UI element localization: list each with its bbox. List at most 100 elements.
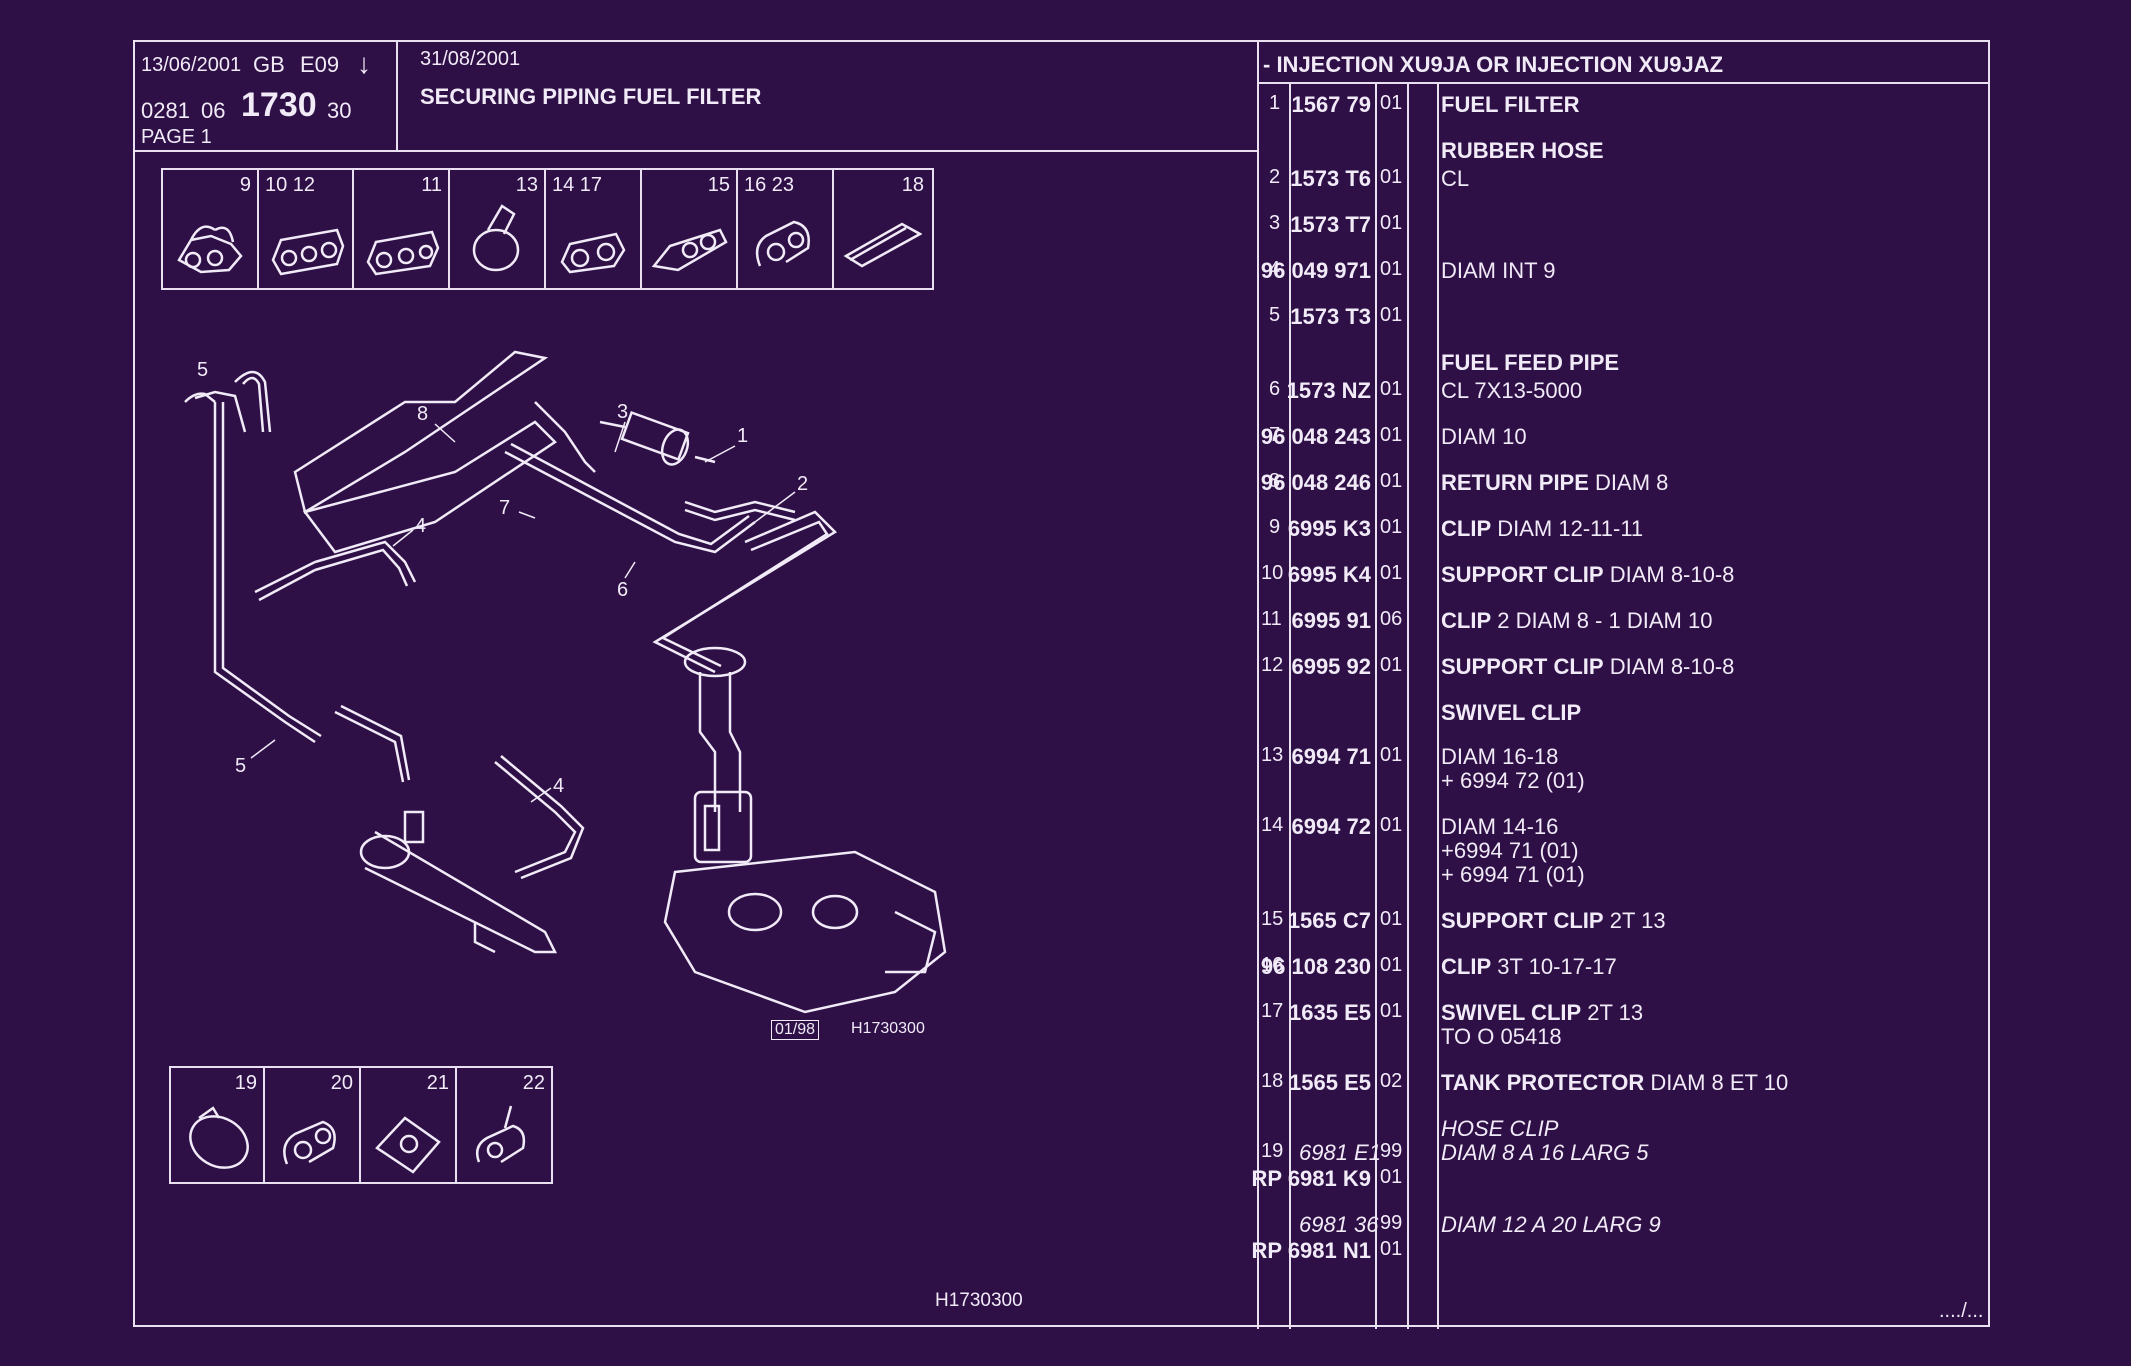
col-line-number (1289, 84, 1291, 1329)
part-number: 1573 T6 (1290, 166, 1371, 191)
clip-icon (366, 230, 440, 276)
part-number: 6995 K4 (1287, 562, 1371, 587)
callout-7: 7 (499, 497, 510, 519)
part-description: RUBBER HOSE (1441, 138, 1604, 164)
part-description: DIAM 12 A 20 LARG 9 (1441, 1212, 1661, 1238)
clip-icon (560, 232, 626, 274)
header-date-2: 31/08/2001 (420, 48, 521, 70)
part-description: SUPPORT CLIP DIAM 8-10-8 (1441, 654, 1734, 680)
part-number: 1573 T7 (1290, 212, 1371, 237)
part-name: RUBBER HOSE (1441, 138, 1604, 163)
row-number: 10 (1261, 562, 1284, 584)
part-number: 6994 72 (1291, 814, 1371, 839)
quantity: 01 (1380, 92, 1403, 114)
col-line-qty (1407, 84, 1409, 1329)
part-description: +6994 71 (01) (1441, 838, 1579, 864)
row-number: 1 (1269, 92, 1281, 114)
callout-8: 8 (417, 403, 428, 425)
quantity: 99 (1380, 1212, 1403, 1234)
part-number: 6981 36 (1299, 1212, 1379, 1237)
quantity: 01 (1380, 744, 1403, 766)
quantity: 01 (1380, 258, 1403, 280)
part-name: SWIVEL CLIP (1441, 1000, 1582, 1025)
thumb-number: 19 (234, 1072, 257, 1094)
row-number: 15 (1261, 908, 1284, 930)
part-name: FUEL FEED PIPE (1441, 350, 1620, 375)
part-detail: + 6994 71 (01) (1441, 862, 1585, 887)
part-detail: DIAM 12-11-11 (1497, 516, 1644, 541)
row-number: 7 (1269, 424, 1281, 446)
part-detail: DIAM 8 (1595, 470, 1669, 495)
clip-icon (476, 1105, 526, 1164)
thumb-clip-13: 13 (450, 170, 546, 288)
part-number: 6995 K3 (1287, 516, 1371, 541)
thumbnails-top: 9 10 12 11 13 14 17 15 16 23 1 (161, 168, 934, 290)
row-number: 2 (1269, 166, 1281, 188)
quantity: 01 (1380, 1000, 1403, 1022)
part-detail: DIAM INT 9 (1441, 258, 1556, 283)
row-number: 16 (1261, 954, 1284, 976)
part-name: CLIP (1441, 608, 1492, 633)
row-number: 8 (1269, 470, 1281, 492)
fuel-piping-diagram: 5 8 3 1 2 4 7 6 5 4 (184, 350, 947, 1014)
part-name: FUEL FILTER (1441, 92, 1580, 117)
row-number: 5 (1269, 304, 1281, 326)
part-description: SUPPORT CLIP DIAM 8-10-8 (1441, 562, 1734, 588)
quantity: 01 (1380, 424, 1403, 446)
part-description: CLIP 3T 10-17-17 (1441, 954, 1617, 980)
thumb-clip-11: 11 (354, 170, 450, 288)
part-detail: DIAM 12 A 20 LARG 9 (1441, 1212, 1661, 1237)
part-description: DIAM INT 9 (1441, 258, 1556, 284)
callout-3: 3 (617, 401, 628, 423)
clip-icon (271, 228, 345, 276)
part-detail: 2T 13 (1609, 908, 1666, 933)
part-name: SUPPORT CLIP (1441, 908, 1604, 933)
row-number: 18 (1261, 1070, 1284, 1092)
row-number: 6 (1269, 378, 1281, 400)
quantity: 01 (1380, 304, 1403, 326)
part-description: + 6994 71 (01) (1441, 862, 1585, 888)
part-name: TANK PROTECTOR (1441, 1070, 1645, 1095)
part-detail: 3T 10-17-17 (1497, 954, 1617, 979)
down-arrow-icon: ↓ (357, 48, 371, 79)
thumb-clip-14-17: 14 17 (546, 170, 642, 288)
part-description: DIAM 16-18 (1441, 744, 1558, 770)
swivel-clip-icon (472, 204, 520, 272)
part-number: 1565 E5 (1289, 1070, 1371, 1095)
row-number: 4 (1269, 258, 1281, 280)
part-description: + 6994 72 (01) (1441, 768, 1585, 794)
part-description: FUEL FILTER (1441, 92, 1580, 118)
part-detail: DIAM 8 ET 10 (1650, 1070, 1789, 1095)
thumb-number: 9 (239, 174, 251, 196)
support-clip-icon (375, 1116, 441, 1174)
part-detail: 2T 13 (1587, 1000, 1644, 1025)
callout-1: 1 (737, 425, 748, 447)
part-detail: DIAM 10 (1441, 424, 1527, 449)
part-detail: DIAM 8-10-8 (1609, 562, 1735, 587)
thumb-clip-20: 20 (265, 1068, 361, 1182)
callout-4: 4 (415, 515, 426, 537)
part-number: RP 6981 N1 (1251, 1238, 1371, 1263)
thumb-number: 13 (515, 174, 538, 196)
thumb-clip-22: 22 (457, 1068, 551, 1182)
thumb-number: 16 23 (744, 174, 795, 196)
thumb-number: 11 (421, 174, 442, 196)
part-number: 6994 71 (1291, 744, 1371, 769)
thumb-number: 22 (522, 1072, 545, 1094)
row-number: 13 (1261, 744, 1284, 766)
part-name: SUPPORT CLIP (1441, 562, 1604, 587)
header-code-block: 13/06/2001 GB E09 ↓ 0281 06 1730 30 PAGE… (135, 42, 398, 152)
part-name: SWIVEL CLIP (1441, 700, 1582, 725)
col-line-desc (1437, 84, 1439, 1329)
part-detail: 2 DIAM 8 - 1 DIAM 10 (1497, 608, 1713, 633)
part-description: CL 7X13-5000 (1441, 378, 1582, 404)
part-detail: DIAM 8 A 16 LARG 5 (1441, 1140, 1649, 1165)
thumb-clip-16-23: 16 23 (738, 170, 834, 288)
section-divider (1257, 42, 1259, 1329)
part-detail: DIAM 16-18 (1441, 744, 1559, 769)
part-description: SUPPORT CLIP 2T 13 (1441, 908, 1666, 934)
clip-icon (283, 1120, 336, 1165)
quantity: 02 (1380, 1070, 1403, 1092)
part-number: 96 048 243 (1260, 424, 1371, 449)
part-number: RP 6981 K9 (1251, 1166, 1371, 1191)
